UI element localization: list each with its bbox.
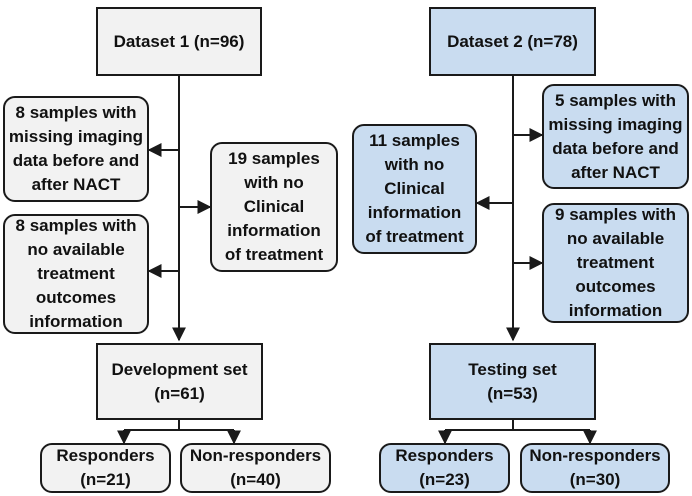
left-nonresponders-label: Non-responders (n=40)	[189, 446, 322, 489]
left-responders-label: Responders (n=21)	[56, 446, 155, 489]
left-exclusion-no-outcomes-text: 8 samples with no available treatment ou…	[15, 216, 137, 331]
development-set-label: Development set (n=61)	[111, 359, 248, 403]
right-exclusion-no-clinical-text: 11 samples with no Clinical information …	[365, 131, 464, 246]
left-exclusion-no-outcomes: 8 samples with no available treatment ou…	[3, 214, 149, 334]
right-exclusion-no-clinical: 11 samples with no Clinical information …	[352, 124, 477, 254]
dataset-1-label: Dataset 1 (n=96)	[113, 31, 245, 51]
left-exclusion-missing-imaging-text: 8 samples with missing imaging data befo…	[8, 103, 144, 194]
testing-set-label: Testing set (n=53)	[468, 359, 557, 403]
right-nonresponders-label: Non-responders (n=30)	[529, 446, 661, 489]
left-responders-box: Responders (n=21)	[40, 443, 171, 493]
left-nonresponders-box: Non-responders (n=40)	[180, 443, 331, 493]
left-exclusion-missing-imaging: 8 samples with missing imaging data befo…	[3, 96, 149, 202]
left-exclusion-no-clinical-text: 19 samples with no Clinical information …	[224, 149, 324, 264]
right-responders-label: Responders (n=23)	[395, 446, 494, 489]
right-exclusion-no-outcomes-text: 9 samples with no available treatment ou…	[555, 205, 676, 320]
dataset-2-box: Dataset 2 (n=78)	[429, 7, 596, 76]
testing-set-box: Testing set (n=53)	[429, 343, 596, 420]
right-exclusion-no-outcomes: 9 samples with no available treatment ou…	[542, 203, 689, 323]
dataset-2-label: Dataset 2 (n=78)	[447, 31, 578, 51]
right-responders-box: Responders (n=23)	[379, 443, 510, 493]
dataset-1-box: Dataset 1 (n=96)	[96, 7, 262, 76]
right-nonresponders-box: Non-responders (n=30)	[520, 443, 670, 493]
right-exclusion-missing-imaging: 5 samples with missing imaging data befo…	[542, 84, 689, 189]
right-exclusion-missing-imaging-text: 5 samples with missing imaging data befo…	[548, 90, 683, 182]
left-exclusion-no-clinical: 19 samples with no Clinical information …	[210, 142, 338, 272]
development-set-box: Development set (n=61)	[96, 343, 263, 420]
